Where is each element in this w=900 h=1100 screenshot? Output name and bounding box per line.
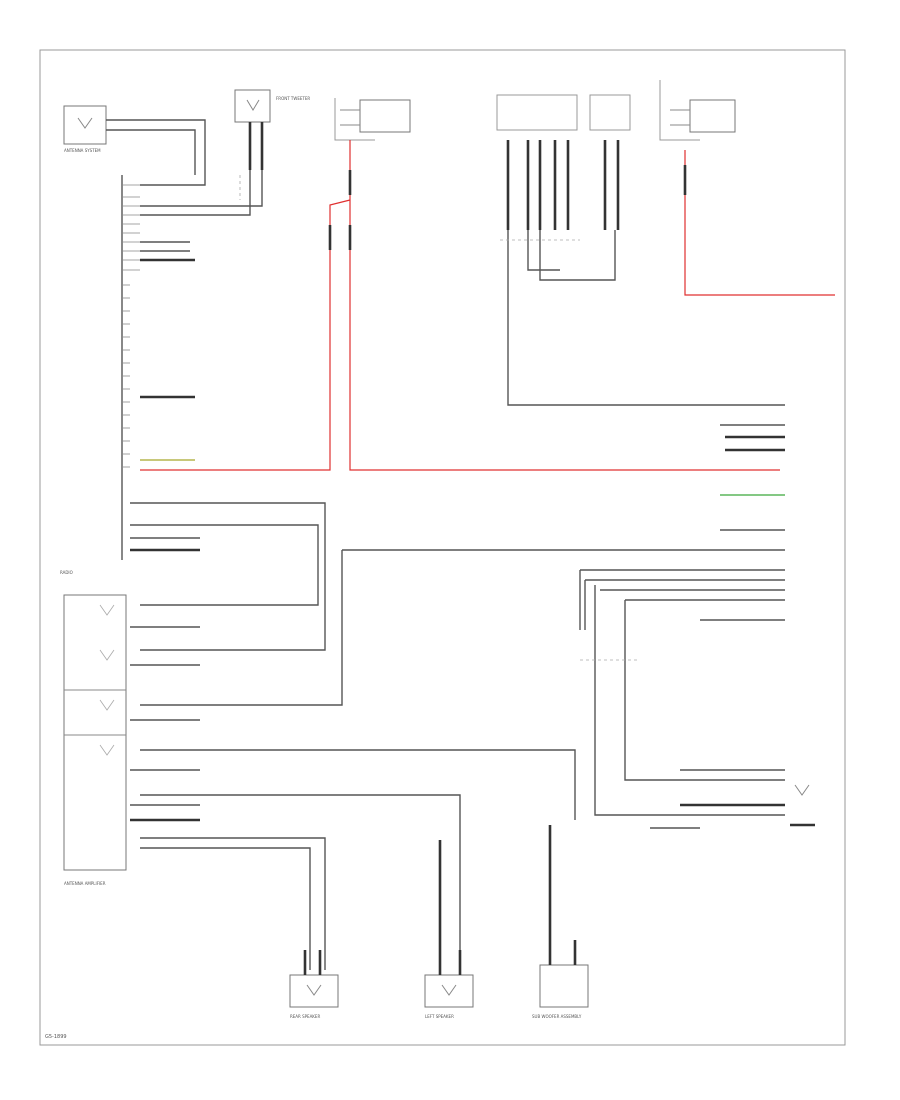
svg-text:FRONT TWEETER: FRONT TWEETER bbox=[276, 96, 310, 101]
front-tweeter: FRONT TWEETER bbox=[140, 89, 310, 216]
svg-text:ANTENNA SYSTEM: ANTENNA SYSTEM bbox=[64, 148, 101, 153]
radio-lower-wires bbox=[130, 502, 576, 970]
svg-text:LEFT SPEAKER: LEFT SPEAKER bbox=[425, 1014, 454, 1019]
radio-unit: RADIO bbox=[60, 175, 140, 575]
fuse-box-right bbox=[659, 80, 835, 296]
speaker-module-top bbox=[589, 94, 631, 230]
antenna-right-icon bbox=[794, 784, 810, 796]
sub-woofer: SUB WOOFER ASSEMBLY bbox=[532, 825, 589, 1019]
svg-text:SUB WOOFER ASSEMBLY: SUB WOOFER ASSEMBLY bbox=[532, 1014, 582, 1019]
radio-pin-ticks bbox=[122, 184, 140, 468]
diagram-frame bbox=[39, 49, 846, 1046]
left-speaker: LEFT SPEAKER bbox=[424, 840, 474, 1019]
rear-speaker-icon bbox=[306, 984, 322, 996]
svg-text:ANTENNA AMPLIFIER: ANTENNA AMPLIFIER bbox=[64, 881, 106, 886]
right-connector bbox=[342, 424, 785, 621]
radio-label: RADIO bbox=[60, 570, 73, 575]
right-lower-branches bbox=[579, 570, 785, 829]
power-wires bbox=[140, 199, 780, 471]
antenna-symbol-icon bbox=[77, 117, 93, 129]
antenna-right bbox=[790, 784, 815, 827]
control-module-top bbox=[496, 94, 785, 406]
antenna-amplifier: ANTENNA AMPLIFIER bbox=[63, 594, 127, 886]
signal-wires bbox=[140, 241, 195, 461]
fuse-box-center bbox=[334, 98, 411, 200]
rear-speaker: REAR SPEAKER bbox=[289, 950, 339, 1019]
svg-text:REAR SPEAKER: REAR SPEAKER bbox=[290, 1014, 320, 1019]
corner-label: G5-1899 bbox=[45, 1034, 67, 1040]
speaker-symbol-icon bbox=[246, 99, 260, 111]
left-speaker-icon bbox=[441, 984, 457, 996]
antenna-system: ANTENNA SYSTEM bbox=[63, 105, 206, 186]
